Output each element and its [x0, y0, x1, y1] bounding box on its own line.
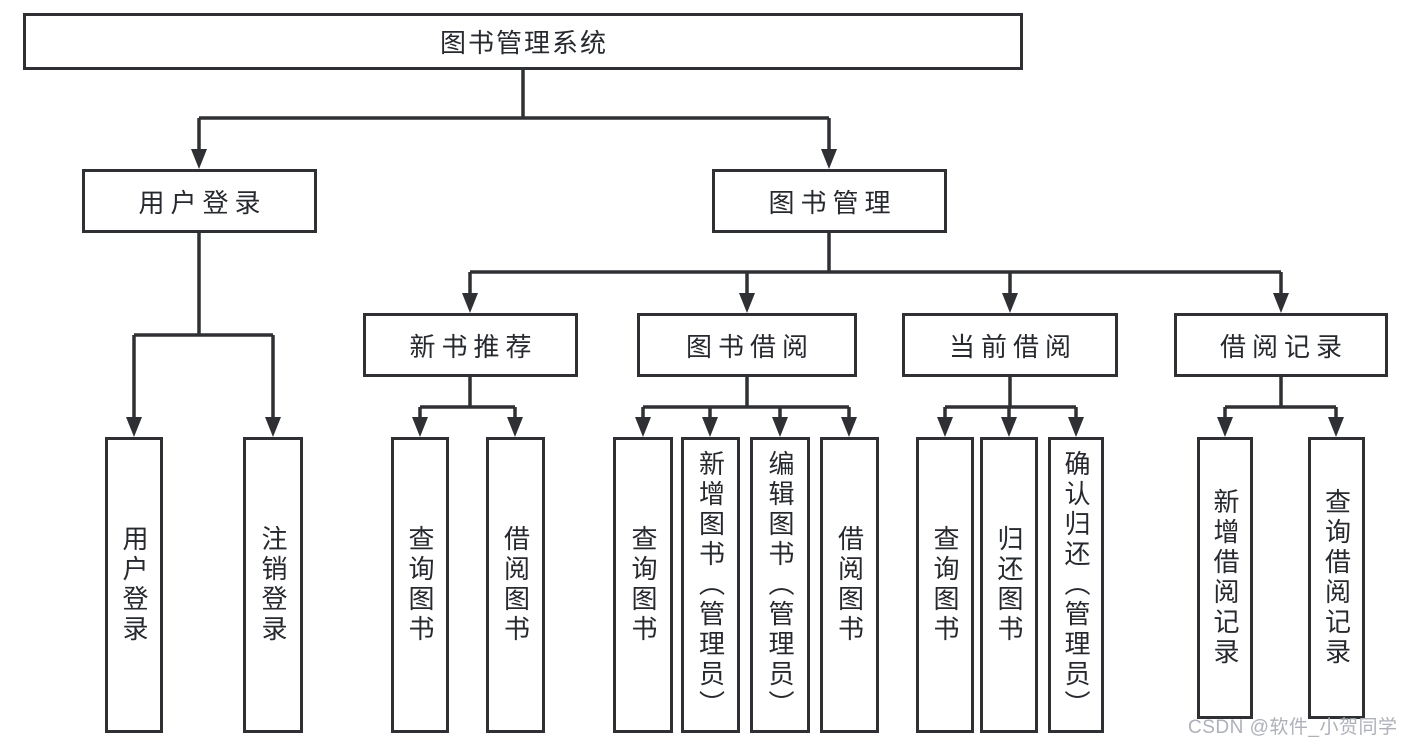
arrow-down-icon: [821, 149, 837, 169]
arrow-down-icon: [702, 417, 718, 437]
arrow-down-icon: [739, 293, 755, 313]
node-label: 当前借阅: [948, 331, 1077, 362]
node-label: 用户登录: [119, 525, 149, 645]
arrow-down-icon: [1328, 417, 1344, 437]
node-label: 图书借阅: [685, 331, 814, 362]
node-book-management: 图书管理: [712, 169, 947, 233]
node-label: 查询图书: [405, 525, 435, 645]
node-borrow-records: 借阅记录: [1174, 313, 1388, 377]
node-leaf-query-borrow-record: 查询借阅记录: [1308, 437, 1365, 719]
node-leaf-borrow-books-recommend: 借阅图书: [486, 437, 545, 733]
arrow-down-icon: [265, 417, 281, 437]
arrow-down-icon: [191, 149, 207, 169]
node-leaf-return-books: 归还图书: [980, 437, 1038, 733]
node-new-book-recommend: 新书推荐: [363, 313, 578, 377]
node-label: 新增借阅记录: [1210, 488, 1240, 668]
node-leaf-query-books-current: 查询图书: [916, 437, 974, 733]
arrow-down-icon: [126, 417, 142, 437]
arrow-down-icon: [507, 417, 523, 437]
csdn-watermark: CSDN @软件_小贺同学: [1188, 717, 1398, 738]
arrow-down-icon: [841, 417, 857, 437]
node-label: 图书管理系统: [439, 28, 608, 58]
node-leaf-query-books-recommend: 查询图书: [391, 437, 449, 733]
node-leaf-add-book-admin: 新增图书（管理员）: [681, 437, 740, 733]
node-leaf-user-login: 用户登录: [105, 437, 163, 733]
arrow-down-icon: [635, 417, 651, 437]
arrow-down-icon: [1068, 417, 1084, 437]
node-label: 新书推荐: [409, 331, 538, 362]
arrow-down-icon: [937, 417, 953, 437]
node-label: 用户登录: [138, 187, 267, 218]
node-label: 图书管理: [768, 187, 897, 218]
node-leaf-query-books-borrow: 查询图书: [613, 437, 673, 733]
node-label: 新增图书（管理员）: [695, 450, 726, 720]
node-label: 注销登录: [258, 525, 288, 645]
node-library-system: 图书管理系统: [23, 13, 1023, 70]
node-leaf-borrow-books: 借阅图书: [820, 437, 879, 733]
node-leaf-add-borrow-record: 新增借阅记录: [1197, 437, 1253, 719]
node-label: 查询图书: [628, 525, 658, 645]
node-book-borrow: 图书借阅: [637, 313, 857, 377]
node-label: 借阅记录: [1219, 331, 1348, 362]
node-leaf-logout: 注销登录: [243, 437, 303, 733]
node-label: 查询图书: [930, 525, 960, 645]
arrow-down-icon: [412, 417, 428, 437]
arrow-down-icon: [1273, 293, 1289, 313]
arrow-down-icon: [1002, 293, 1018, 313]
node-leaf-confirm-return-admin: 确认归还（管理员）: [1048, 437, 1104, 733]
arrow-down-icon: [1217, 417, 1233, 437]
node-label: 查询借阅记录: [1321, 488, 1352, 668]
node-label: 确认归还（管理员）: [1061, 450, 1091, 720]
node-user-login: 用户登录: [82, 169, 317, 233]
node-current-borrow: 当前借阅: [902, 313, 1118, 377]
node-label: 借阅图书: [500, 525, 531, 645]
node-leaf-edit-book-admin: 编辑图书（管理员）: [750, 437, 810, 733]
node-label: 编辑图书（管理员）: [765, 450, 795, 720]
node-label: 借阅图书: [834, 525, 865, 645]
arrow-down-icon: [772, 417, 788, 437]
arrow-down-icon: [462, 293, 478, 313]
node-label: 归还图书: [994, 525, 1024, 645]
arrow-down-icon: [1001, 417, 1017, 437]
